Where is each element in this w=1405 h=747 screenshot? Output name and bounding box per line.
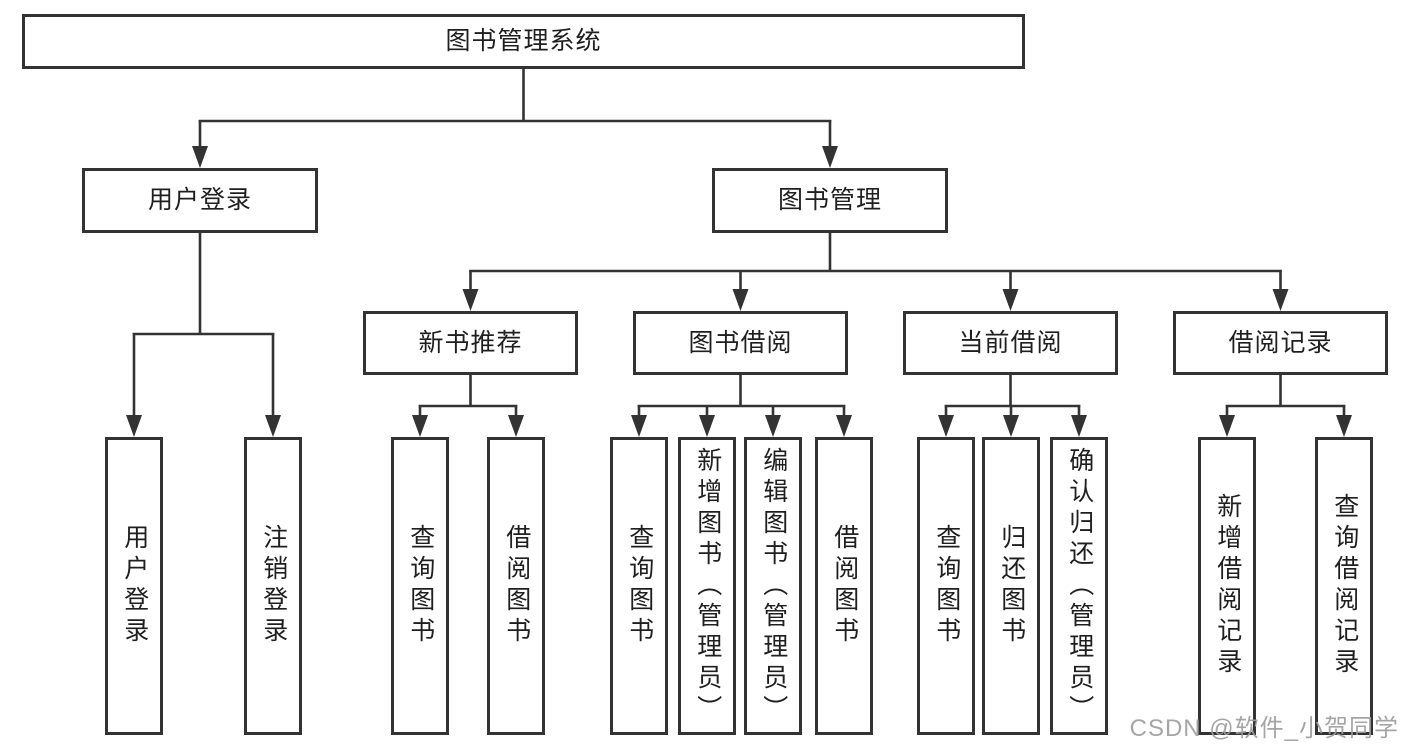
leaf-add-borrow-record-label: 新增借阅记录 xyxy=(1213,493,1242,679)
leaf-borrow-books: 借阅图书 xyxy=(815,437,873,735)
connector-book-mgmt-to-level3 xyxy=(462,232,1289,311)
connector-root-to-level2 xyxy=(192,68,838,168)
node-book-borrowing: 图书借阅 xyxy=(633,311,848,375)
node-book-management: 图书管理 xyxy=(712,168,948,233)
node-new-book-recommend: 新书推荐 xyxy=(363,311,578,375)
leaf-add-books-admin: 新增图书（管理员） xyxy=(678,437,736,735)
node-book-management-label: 图书管理 xyxy=(777,186,882,214)
leaf-add-borrow-record: 新增借阅记录 xyxy=(1198,437,1256,735)
node-root-label: 图书管理系统 xyxy=(445,27,602,55)
leaf-borrow-books-recommend: 借阅图书 xyxy=(487,437,545,735)
leaf-logout: 注销登录 xyxy=(244,437,302,735)
node-user-login-label: 用户登录 xyxy=(147,186,252,214)
leaf-edit-books-admin-label: 编辑图书（管理员） xyxy=(759,446,788,726)
connector-current-borrow-to-leaves xyxy=(938,374,1087,437)
leaf-query-borrow-record-label: 查询借阅记录 xyxy=(1330,493,1359,679)
node-borrowing-records-label: 借阅记录 xyxy=(1228,328,1333,357)
leaf-return-books-label: 归还图书 xyxy=(997,524,1026,648)
connector-book-borrow-to-leaves xyxy=(631,374,852,437)
connector-new-book-to-leaves xyxy=(412,374,524,437)
node-current-borrowing-label: 当前借阅 xyxy=(958,328,1063,357)
leaf-query-books-current: 查询图书 xyxy=(917,437,975,735)
leaf-query-books-recommend: 查询图书 xyxy=(391,437,449,735)
leaf-logout-label: 注销登录 xyxy=(259,524,288,648)
leaf-query-books-current-label: 查询图书 xyxy=(932,524,961,648)
leaf-query-borrow-record: 查询借阅记录 xyxy=(1315,437,1373,735)
node-root-system: 图书管理系统 xyxy=(22,14,1025,69)
leaf-query-books-borrowing-label: 查询图书 xyxy=(625,524,654,648)
leaf-add-books-admin-label: 新增图书（管理员） xyxy=(693,446,722,726)
leaf-user-login-label: 用户登录 xyxy=(120,524,149,648)
leaf-borrow-books-recommend-label: 借阅图书 xyxy=(502,524,531,648)
node-borrowing-records: 借阅记录 xyxy=(1173,311,1388,375)
connector-borrow-record-to-leaves xyxy=(1219,374,1352,437)
node-book-borrowing-label: 图书借阅 xyxy=(688,328,793,357)
leaf-borrow-books-label: 借阅图书 xyxy=(830,524,859,648)
leaf-user-login: 用户登录 xyxy=(105,437,163,735)
leaf-confirm-return-admin: 确认归还（管理员） xyxy=(1050,437,1108,735)
csdn-watermark: CSDN @软件_小贺同学 xyxy=(1129,715,1399,742)
node-new-book-recommend-label: 新书推荐 xyxy=(418,328,523,357)
leaf-query-books-borrowing: 查询图书 xyxy=(610,437,668,735)
node-current-borrowing: 当前借阅 xyxy=(903,311,1118,375)
node-user-login: 用户登录 xyxy=(82,168,318,233)
connector-user-login-to-leaves xyxy=(126,232,281,437)
leaf-return-books: 归还图书 xyxy=(982,437,1040,735)
leaf-edit-books-admin: 编辑图书（管理员） xyxy=(744,437,802,735)
leaf-confirm-return-admin-label: 确认归还（管理员） xyxy=(1065,446,1094,726)
leaf-query-books-recommend-label: 查询图书 xyxy=(406,524,435,648)
